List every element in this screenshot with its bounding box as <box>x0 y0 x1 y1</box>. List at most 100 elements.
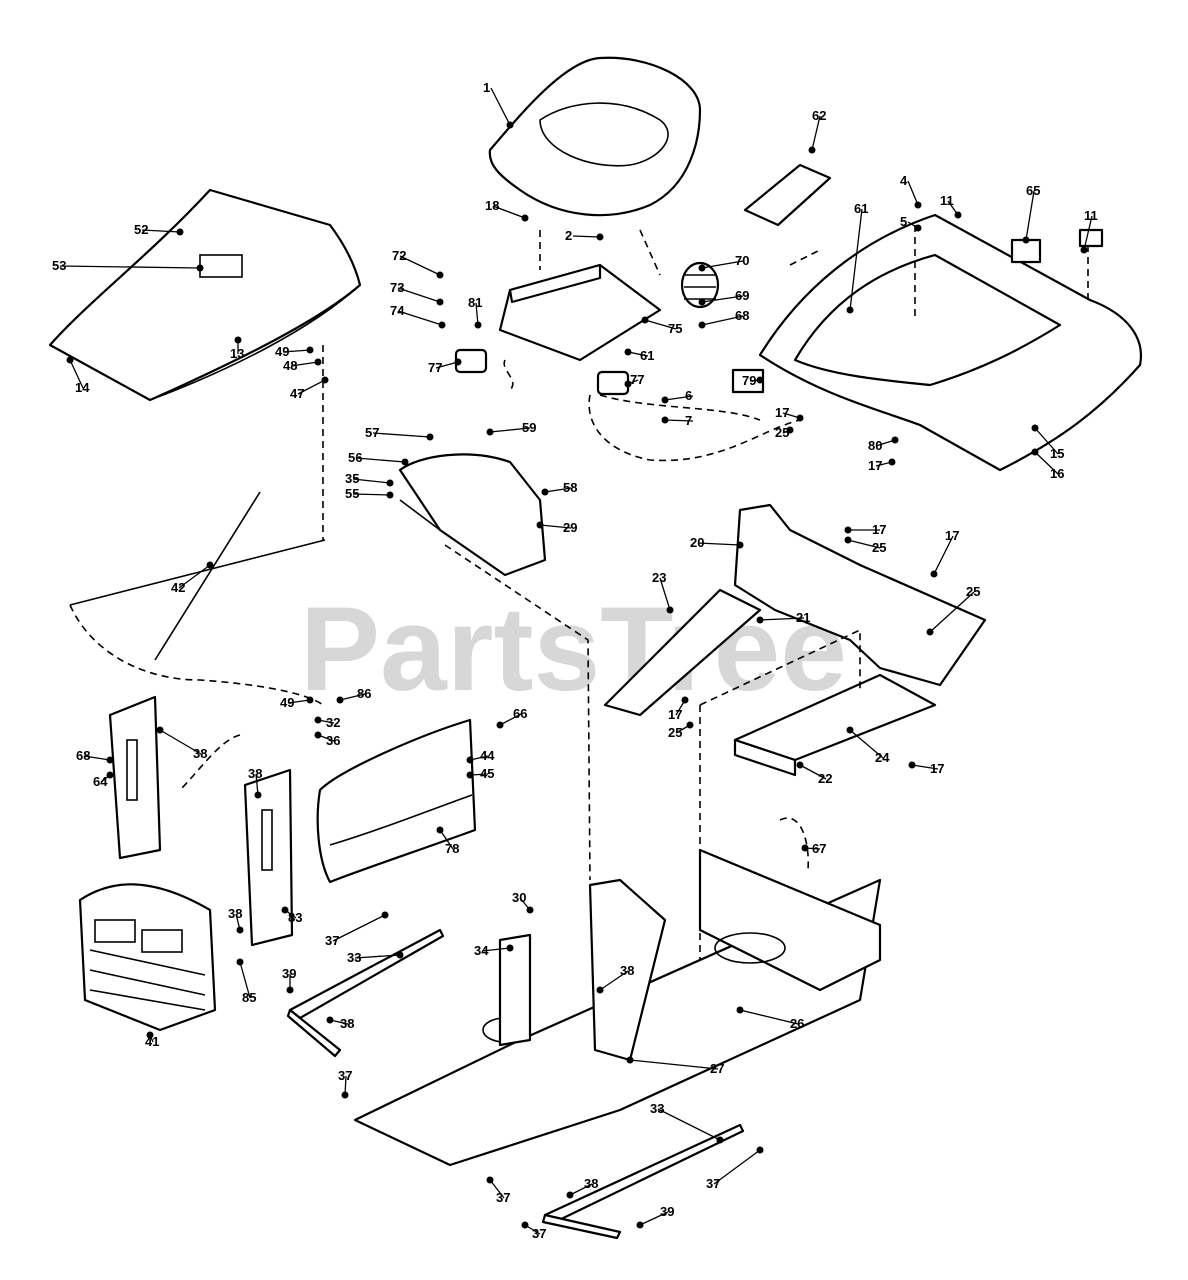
side-panel-drawing <box>316 718 477 884</box>
callout-leader <box>907 180 919 206</box>
hardware-dot <box>474 321 482 329</box>
hardware-dot <box>436 298 444 306</box>
hardware-dot <box>341 1091 349 1099</box>
part-number-label: 64 <box>93 774 108 789</box>
callout-leader <box>490 87 511 126</box>
hardware-dot <box>336 696 344 704</box>
part-number-label: 81 <box>468 295 482 310</box>
hardware-dot <box>506 121 514 129</box>
part-number-label: 47 <box>290 386 304 401</box>
dashed-leaders <box>69 225 1089 960</box>
hardware-dot <box>521 1221 529 1229</box>
hardware-dot <box>426 433 434 441</box>
part-number-label: 78 <box>445 841 459 856</box>
callout-leader <box>1083 215 1093 251</box>
callout-leader <box>572 235 601 238</box>
part-number-label: 41 <box>145 1034 159 1049</box>
hardware-dot <box>306 346 314 354</box>
callout-leader <box>701 295 744 303</box>
callout-leader <box>1034 451 1059 475</box>
hardware-dot <box>681 696 689 704</box>
hardware-dot <box>254 791 262 799</box>
part-number-label: 52 <box>134 222 148 237</box>
shift-plate-drawing <box>743 163 832 227</box>
part-number-label: 55 <box>345 486 359 501</box>
callout-leader <box>239 961 251 999</box>
callout-leader <box>629 1059 719 1070</box>
callout-leader <box>697 542 741 546</box>
hardware-dot <box>716 1136 724 1144</box>
callout-leader <box>539 524 572 529</box>
part-number-label: 17 <box>872 522 886 537</box>
part-number-label: 70 <box>735 253 749 268</box>
callout-leader <box>397 287 441 303</box>
part-number-label: 6 <box>685 388 692 403</box>
part-number-label: 42 <box>171 580 185 595</box>
hardware-dot <box>698 264 706 272</box>
part-callouts: 1218624511116165706968727374817561777767… <box>52 80 1098 1241</box>
callout-leader <box>339 693 366 701</box>
part-number-label: 29 <box>563 520 577 535</box>
hardware-dot <box>281 906 289 914</box>
part-number-label: 37 <box>532 1226 546 1241</box>
hardware-dot <box>844 526 852 534</box>
hardware-dot <box>1031 424 1039 432</box>
part-number-label: 38 <box>584 1176 598 1191</box>
hardware-dot <box>106 756 114 764</box>
hardware-dot <box>454 358 462 366</box>
part-number-label: 13 <box>230 346 244 361</box>
hardware-dot <box>234 336 242 344</box>
part-number-label: 2 <box>565 228 572 243</box>
callout-leader <box>499 713 522 726</box>
hardware-dot <box>914 224 922 232</box>
callout-leader <box>435 361 459 369</box>
part-number-label: 48 <box>283 358 297 373</box>
part-number-label: 72 <box>392 248 406 263</box>
part-number-label: 27 <box>710 1061 724 1076</box>
hardware-dot <box>930 570 938 578</box>
callout-leader <box>255 773 259 796</box>
hardware-dot <box>314 716 322 724</box>
part-number-label: 85 <box>242 990 256 1005</box>
frame-drawing <box>353 848 882 1167</box>
callout-leader <box>644 319 677 330</box>
hardware-dot <box>496 721 504 729</box>
callout-leader <box>849 729 884 759</box>
part-number-label: 26 <box>790 1016 804 1031</box>
hardware-dot <box>486 428 494 436</box>
hardware-dot <box>756 376 764 384</box>
hardware-dot <box>486 1176 494 1184</box>
callout-leader <box>69 359 84 389</box>
part-number-label: 35 <box>345 471 359 486</box>
callout-leader <box>701 260 744 269</box>
hardware-dot <box>236 958 244 966</box>
callout-leader <box>290 361 319 367</box>
hardware-dot <box>698 321 706 329</box>
part-number-label: 79 <box>742 373 756 388</box>
seat-bracket-drawing <box>498 263 662 362</box>
hardware-dot <box>206 561 214 569</box>
hardware-dot <box>624 380 632 388</box>
hardware-dot <box>536 521 544 529</box>
callout-leader <box>544 487 572 493</box>
hardware-dot <box>314 731 322 739</box>
part-number-label: 37 <box>496 1190 510 1205</box>
callout-leader <box>929 591 975 633</box>
hardware-dot <box>386 491 394 499</box>
callout-leader <box>287 699 311 704</box>
callout-leader <box>355 457 406 463</box>
part-number-label: 17 <box>945 528 959 543</box>
part-number-label: 25 <box>775 425 789 440</box>
hardware-dot <box>661 416 669 424</box>
part-number-label: 22 <box>818 771 832 786</box>
callout-leader <box>811 115 821 151</box>
hardware-dot <box>954 211 962 219</box>
cable-drawing <box>69 491 326 661</box>
hardware-dot <box>321 376 329 384</box>
part-number-label: 61 <box>640 348 654 363</box>
callout-leader <box>159 729 202 755</box>
callout-leader <box>664 395 694 401</box>
part-number-label: 38 <box>620 963 634 978</box>
hardware-dot <box>106 771 114 779</box>
